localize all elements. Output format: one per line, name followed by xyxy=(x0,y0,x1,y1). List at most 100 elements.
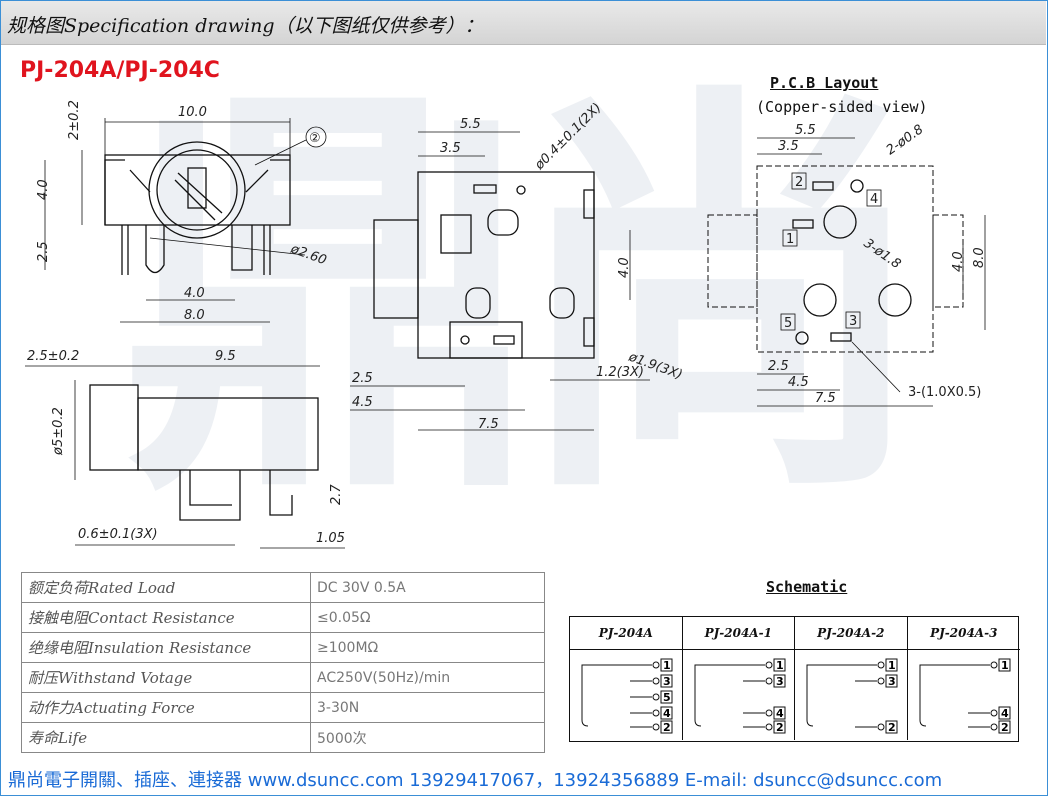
dim-side-2.7: 2.7 xyxy=(329,484,344,505)
schematic-column-name: PJ-204A-3 xyxy=(907,617,1020,650)
spec-key: 寿命Life xyxy=(21,722,311,753)
dim-top-3.5: 3.5 xyxy=(440,141,461,156)
spec-value: ≥100MΩ xyxy=(310,632,545,663)
schematic-pin xyxy=(998,720,1010,734)
dim-front-10: 10.0 xyxy=(178,105,207,120)
dim-side-2.5: 2.5±0.2 xyxy=(27,349,79,364)
pcb-pin-3: 3 xyxy=(849,314,857,329)
dim-pcb-7.5: 7.5 xyxy=(815,391,836,406)
pcb-pin-4: 4 xyxy=(870,192,878,207)
schematic-pin-label: 2 xyxy=(888,721,896,734)
schematic-pin-label: 4 xyxy=(1001,707,1009,720)
schematic-pin xyxy=(773,658,785,672)
dim-pcb-2.5: 2.5 xyxy=(768,359,789,374)
schematic-diagram: 1 42 xyxy=(919,658,1010,734)
schematic-pin xyxy=(998,706,1010,720)
spec-value: AC250V(50Hz)/min xyxy=(310,662,545,693)
schematic-pin-label: 4 xyxy=(663,707,671,720)
spec-value: DC 30V 0.5A xyxy=(310,572,545,603)
schematic-pin xyxy=(885,720,898,734)
spec-key: 接触电阻Contact Resistance xyxy=(21,602,311,633)
schematic-pin-label: 1 xyxy=(776,659,784,672)
dim-pcb-3.5: 3.5 xyxy=(778,139,799,154)
schematic-column: PJ-204A-2 1 3 2 xyxy=(795,617,908,740)
dim-top-hole: ø0.4±0.1(2X) xyxy=(532,100,605,173)
dim-top-5.5: 5.5 xyxy=(460,117,481,132)
dim-pcb-5.5: 5.5 xyxy=(795,123,816,138)
schematic-column-name: PJ-204A-1 xyxy=(682,617,794,650)
pcb-title: P.C.B Layout xyxy=(770,74,879,92)
dim-front-4-bottom: 4.0 xyxy=(184,286,205,301)
page-title: 规格图Specification drawing（以下图纸仅供参考）： xyxy=(7,15,484,37)
schematic-title: Schematic xyxy=(766,578,848,596)
schematic-diagram: 1 3 2 xyxy=(806,658,898,734)
pcb-subtitle: (Copper-sided view) xyxy=(756,98,928,116)
schematic-pin-label: 2 xyxy=(1001,721,1009,734)
pcb-layout: 5.5 3.5 2-ø0.8 3-ø1.8 2 4 1 5 3 4.0 8.0 … xyxy=(707,122,987,407)
dim-top-2.5: 2.5 xyxy=(352,371,373,386)
schematic-pin-label: 4 xyxy=(776,707,784,720)
dim-top-4.0: 4.0 xyxy=(617,257,632,278)
spec-value: 5000次 xyxy=(310,722,545,753)
schematic-pin xyxy=(773,706,785,720)
pcb-pin-1: 1 xyxy=(786,232,794,247)
spec-value: 3-30N xyxy=(310,692,545,723)
schematic-pin xyxy=(885,674,898,688)
schematic-pin-label: 5 xyxy=(663,691,671,704)
dim-pcb-8.0: 8.0 xyxy=(972,247,987,268)
schematic-pin-label: 1 xyxy=(888,659,896,672)
table-row: 接触电阻Contact Resistance≤0.05Ω xyxy=(21,602,545,633)
dim-top-4.5: 4.5 xyxy=(352,395,373,410)
watermark: 鼎尚 xyxy=(120,55,930,544)
schematic-pin-label: 1 xyxy=(663,659,671,672)
schematic-pin-label: 3 xyxy=(888,675,896,688)
schematic-pin xyxy=(885,658,898,672)
schematic-column-name: PJ-204A xyxy=(570,617,682,650)
schematic-pin-label: 1 xyxy=(1001,659,1009,672)
pcb-pin-2: 2 xyxy=(795,175,803,190)
schematic-pin-label: 2 xyxy=(663,721,671,734)
footer-contact: 鼎尚電子開關、插座、連接器 www.dsuncc.com 13929417067… xyxy=(8,770,943,791)
spec-key: 动作力Actuating Force xyxy=(21,692,311,723)
schematic-pin-label: 3 xyxy=(776,675,784,688)
spec-value: ≤0.05Ω xyxy=(310,602,545,633)
dim-side-pin: 0.6±0.1(3X) xyxy=(78,527,158,542)
pcb-pin-5: 5 xyxy=(784,316,792,331)
schematic-pin xyxy=(998,658,1010,672)
dim-side-9.5: 9.5 xyxy=(215,349,236,364)
side-view: 2.5±0.2 9.5 ø5±0.2 2.7 0.6±0.1(3X) 1.05 xyxy=(25,349,345,549)
front-view: 10.0 2±0.2 4.0 2.5 ø2.60 ② 4.0 8.0 xyxy=(36,100,328,323)
dim-pcb-3holes: 3-ø1.8 xyxy=(861,236,904,272)
dim-front-2.5: 2.5 xyxy=(36,241,51,262)
schematic-pin-label: 2 xyxy=(776,721,784,734)
dim-top-7.5: 7.5 xyxy=(478,417,499,432)
schematic-pin xyxy=(773,720,785,734)
schematic-pin xyxy=(660,706,673,720)
dim-front-8: 8.0 xyxy=(184,308,205,323)
dim-front-2: 2±0.2 xyxy=(67,100,82,140)
dim-pcb-2holes: 2-ø0.8 xyxy=(884,122,927,158)
pin-callout-2: ② xyxy=(309,131,321,146)
schematic-pin xyxy=(660,720,673,734)
schematic-pin xyxy=(660,690,673,704)
top-view: 5.5 3.5 ø0.4±0.1(2X) 4.0 ø1.9(3X) 2.5 4.… xyxy=(350,100,684,432)
dim-front-4-left: 4.0 xyxy=(36,179,51,200)
header-bar: 规格图Specification drawing（以下图纸仅供参考）： xyxy=(1,1,1046,45)
dim-pcb-pads: 3-(1.0X0.5) xyxy=(908,385,981,400)
dim-pcb-4.5: 4.5 xyxy=(788,375,809,390)
technical-drawing: 10.0 2±0.2 4.0 2.5 ø2.60 ② 4.0 8.0 2.5±0… xyxy=(25,100,987,549)
spec-key: 额定负荷Rated Load xyxy=(21,572,311,603)
schematic-column-name: PJ-204A-2 xyxy=(795,617,907,650)
spec-key: 耐压Withstand Votage xyxy=(21,662,311,693)
dim-pcb-4.0: 4.0 xyxy=(951,251,966,272)
spec-key: 绝缘电阻Insulation Resistance xyxy=(21,632,311,663)
dim-side-dia5: ø5±0.2 xyxy=(51,407,66,456)
